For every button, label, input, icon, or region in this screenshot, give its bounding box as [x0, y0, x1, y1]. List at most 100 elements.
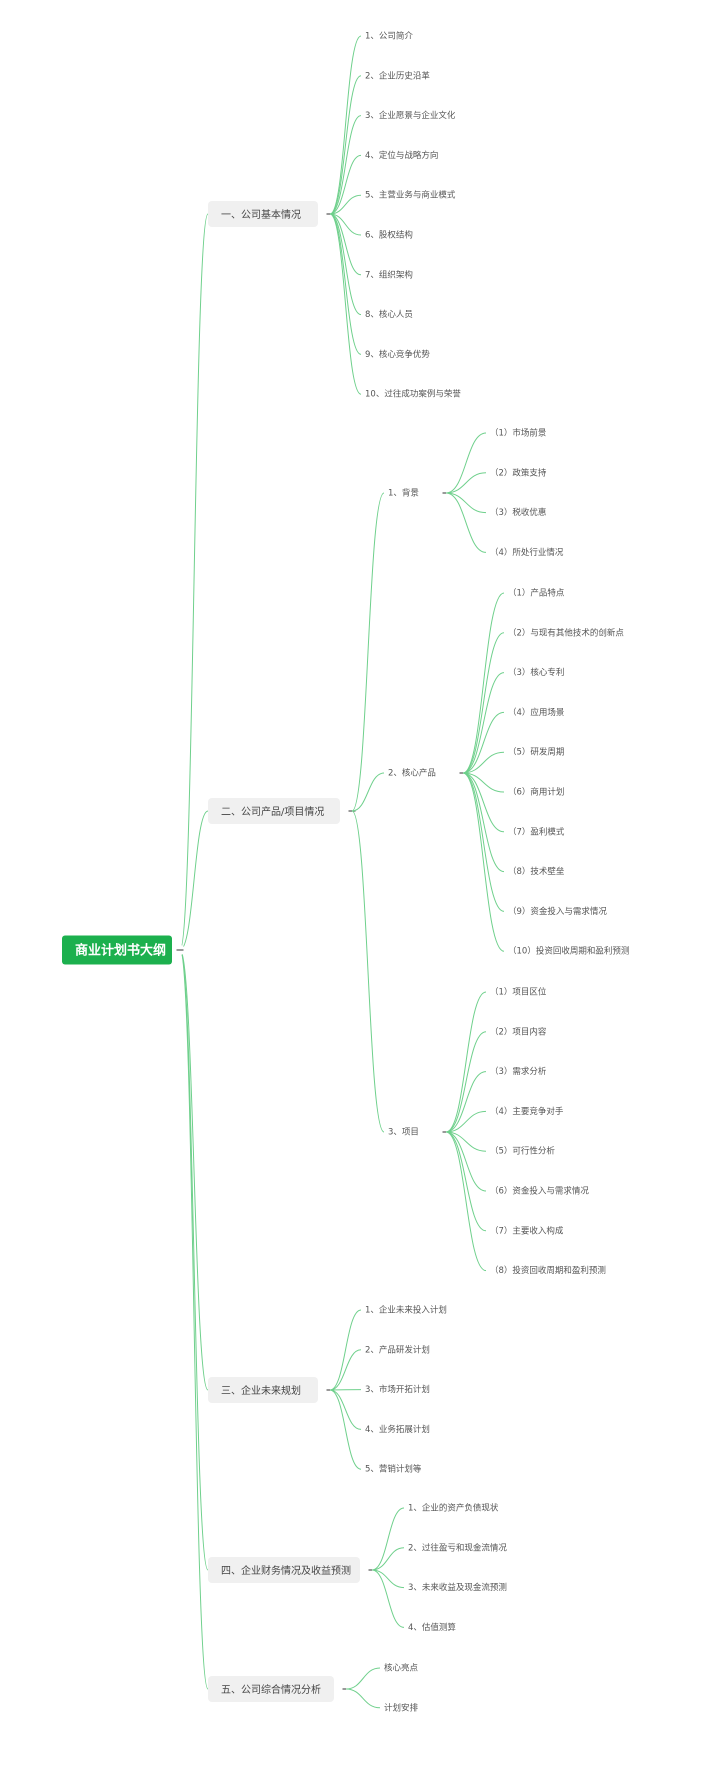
edge-branch1-leaf-9	[329, 213, 362, 355]
leaf-label: 计划安排	[384, 1702, 419, 1713]
edge-branch5-leaf-2	[345, 1688, 381, 1709]
leaf-label: 6、股权结构	[365, 230, 413, 241]
leaf-label: （4）应用场景	[508, 707, 564, 718]
edge-branch1-leaf-1	[329, 35, 362, 215]
leaf-label: （3）税收优惠	[490, 507, 546, 518]
leaf-label: 5、主营业务与商业模式	[365, 190, 456, 201]
edge-branch1-leaf-2	[329, 75, 362, 215]
root-collapse-toggle[interactable]	[175, 945, 185, 955]
edge-branch3-leaf-2	[329, 1349, 362, 1391]
edge-root-branch-2	[179, 810, 209, 951]
edge-sub-3-leaf-7	[445, 1131, 487, 1232]
edge-sub-2-leaf-6	[462, 772, 505, 793]
leaf-label: 4、估值测算	[408, 1622, 456, 1633]
edge-sub-3-leaf-6	[445, 1131, 487, 1192]
edge-sub-2-leaf-5	[462, 751, 505, 774]
leaf-label: （7）盈利模式	[508, 826, 565, 837]
edge-branch3-leaf-1	[329, 1309, 362, 1391]
leaf-label: 2、过往盈亏和现金流情况	[408, 1542, 507, 1553]
leaf-label: 4、定位与战略方向	[365, 150, 438, 161]
leaf-label: 1、公司简介	[365, 31, 413, 42]
edge-branch1-leaf-3	[329, 115, 362, 215]
leaf-label: （2）政策支持	[490, 467, 547, 478]
branch-node-3[interactable]	[208, 1377, 318, 1403]
edge-sub-3-leaf-4	[445, 1110, 487, 1133]
leaf-label: 10、过往成功案例与荣誉	[365, 389, 461, 400]
leaf-label: （3）需求分析	[490, 1066, 547, 1077]
branch-node-5[interactable]	[208, 1676, 334, 1702]
leaf-label: （7）主要收入构成	[490, 1225, 564, 1236]
leaf-label: 核心亮点	[384, 1663, 419, 1674]
edge-root-branch-1	[179, 213, 209, 951]
leaf-label: 9、核心竞争优势	[365, 349, 430, 360]
edge-branch1-leaf-4	[329, 154, 362, 215]
edge-root-branch-3	[179, 949, 209, 1391]
sub-node-label-1: 1、背景	[388, 488, 419, 499]
edge-branch5-leaf-1	[345, 1667, 381, 1690]
edge-sub-3-leaf-8	[445, 1131, 487, 1272]
leaf-label: （1）产品特点	[508, 588, 565, 599]
leaf-label: （2）与现有其他技术的创新点	[508, 627, 624, 638]
leaf-label: 2、企业历史沿革	[365, 70, 430, 81]
edge-sub-2-leaf-10	[462, 772, 505, 952]
branch-node-1[interactable]	[208, 201, 318, 227]
edge-sub-2-leaf-2	[462, 632, 505, 774]
edge-sub-2-leaf-4	[462, 711, 505, 774]
leaf-label: 2、产品研发计划	[365, 1344, 430, 1355]
edge-branch3-leaf-4	[329, 1389, 362, 1430]
leaf-label: （5）研发周期	[508, 747, 564, 758]
edge-sub-1-leaf-3	[445, 492, 487, 514]
branch-label-1: 一、公司基本情况	[221, 208, 301, 221]
edge-branch1-leaf-10	[329, 213, 362, 395]
edge-sub-1-leaf-1	[445, 432, 487, 494]
leaf-label: 7、组织架构	[365, 269, 413, 280]
leaf-label: （1）项目区位	[490, 987, 547, 998]
leaf-label: （3）核心专利	[508, 667, 564, 678]
edge-sub-3-leaf-1	[445, 991, 487, 1133]
edge-sub-1-leaf-4	[445, 492, 487, 553]
branch-node-4[interactable]	[208, 1557, 360, 1583]
leaf-label: （2）项目内容	[490, 1026, 547, 1037]
edge-sub-1-leaf-2	[445, 472, 487, 494]
edge-branch1-leaf-7	[329, 213, 362, 276]
leaf-label: 3、市场开拓计划	[365, 1384, 430, 1395]
edge-branch1-leaf-5	[329, 194, 362, 215]
branch-label-5: 五、公司综合情况分析	[221, 1683, 321, 1696]
leaf-label: （4）所处行业情况	[490, 547, 564, 558]
edge-branch2-sub-1	[351, 492, 385, 812]
leaf-label: 1、企业未来投入计划	[365, 1305, 447, 1316]
edge-root-branch-4	[179, 949, 209, 1571]
edge-sub-3-leaf-2	[445, 1031, 487, 1133]
leaf-label: （9）资金投入与需求情况	[508, 906, 607, 917]
edge-sub-2-leaf-1	[462, 592, 505, 774]
leaf-label: （10）投资回收周期和盈利预测	[508, 946, 629, 957]
edge-sub-2-leaf-8	[462, 772, 505, 873]
branch-node-2[interactable]	[208, 798, 340, 824]
leaf-label: （6）资金投入与需求情况	[490, 1186, 589, 1197]
root-node[interactable]	[62, 935, 172, 965]
edge-branch4-leaf-4	[371, 1569, 405, 1628]
branch-label-3: 三、企业未来规划	[221, 1384, 301, 1397]
edge-branch4-leaf-2	[371, 1547, 405, 1571]
leaf-label: （6）商用计划	[508, 787, 564, 798]
edge-sub-2-leaf-9	[462, 772, 505, 912]
edge-branch3-leaf-5	[329, 1389, 362, 1470]
leaf-label: 1、企业的资产负债现状	[408, 1503, 499, 1514]
edge-sub-3-leaf-3	[445, 1071, 487, 1133]
leaf-label: 8、核心人员	[365, 309, 413, 320]
edge-branch2-sub-3	[351, 810, 385, 1133]
leaf-label: 3、企业愿景与企业文化	[365, 110, 456, 121]
sub-node-label-3: 3、项目	[388, 1128, 419, 1138]
leaf-label: （1）市场前景	[490, 428, 546, 439]
leaf-label: 4、业务拓展计划	[365, 1424, 430, 1435]
leaf-label: （5）可行性分析	[490, 1146, 555, 1157]
edge-branch4-leaf-1	[371, 1507, 405, 1571]
leaf-label: 3、未来收益及现金流预测	[408, 1582, 507, 1593]
leaf-label: 5、营销计划等	[365, 1464, 422, 1475]
leaf-label: （8）技术壁垒	[508, 866, 565, 877]
edge-root-branch-5	[179, 949, 209, 1690]
leaf-label: （8）投资回收周期和盈利预测	[490, 1265, 606, 1276]
edge-branch2-sub-2	[351, 772, 385, 812]
edge-sub-2-leaf-3	[462, 672, 505, 774]
